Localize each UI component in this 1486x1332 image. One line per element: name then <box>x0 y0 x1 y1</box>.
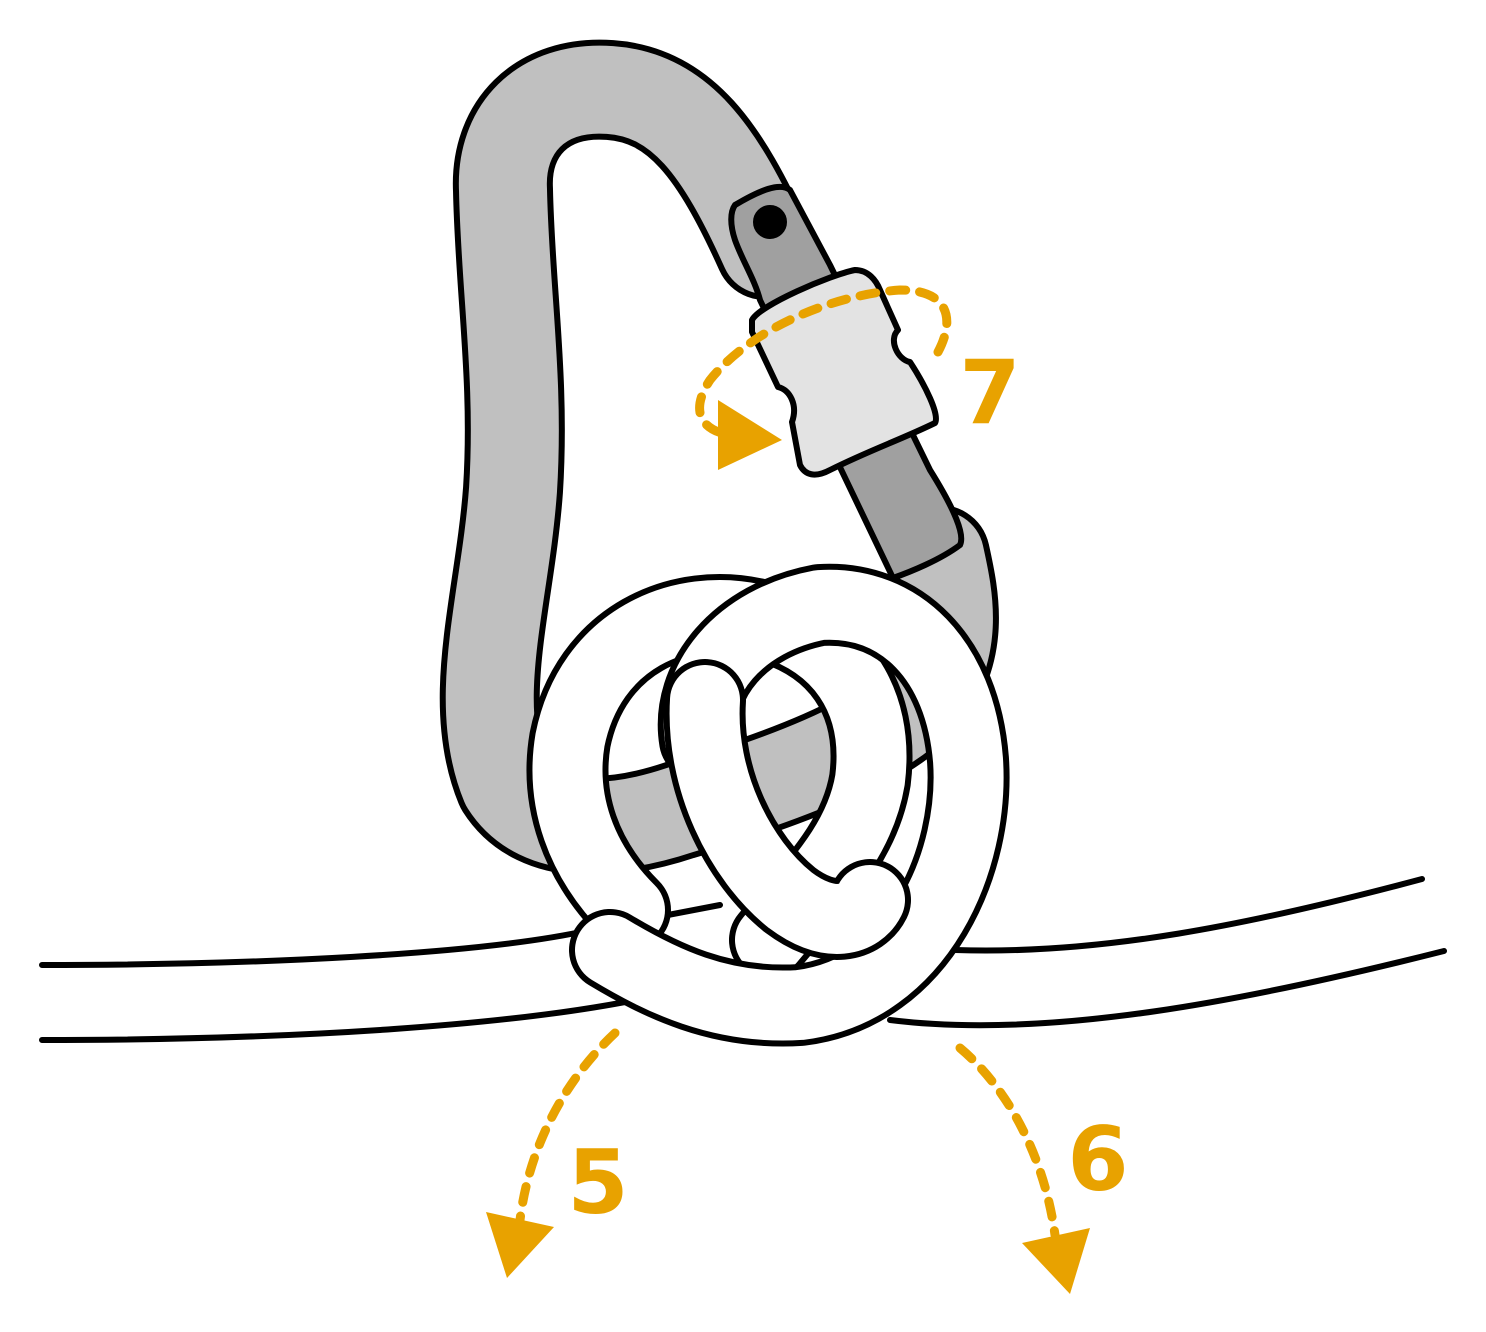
arrow-7-rotate <box>695 285 952 440</box>
rope-knot <box>526 563 1010 1047</box>
carabiner-gate <box>728 183 965 581</box>
step-label-5: 5 <box>567 1131 628 1234</box>
step-label-6: 6 <box>1067 1108 1128 1211</box>
rope-standing-strands <box>39 876 1447 1043</box>
arrow-5 <box>515 1028 620 1225</box>
arrow-5-head-icon <box>486 1212 554 1278</box>
locking-sleeve <box>749 267 939 478</box>
arrow-6 <box>955 1043 1060 1240</box>
gate-pin-icon <box>753 205 787 239</box>
arrow-7-head-icon <box>718 400 782 470</box>
step-label-7: 7 <box>959 341 1020 444</box>
arrow-6-head-icon <box>1022 1228 1090 1294</box>
